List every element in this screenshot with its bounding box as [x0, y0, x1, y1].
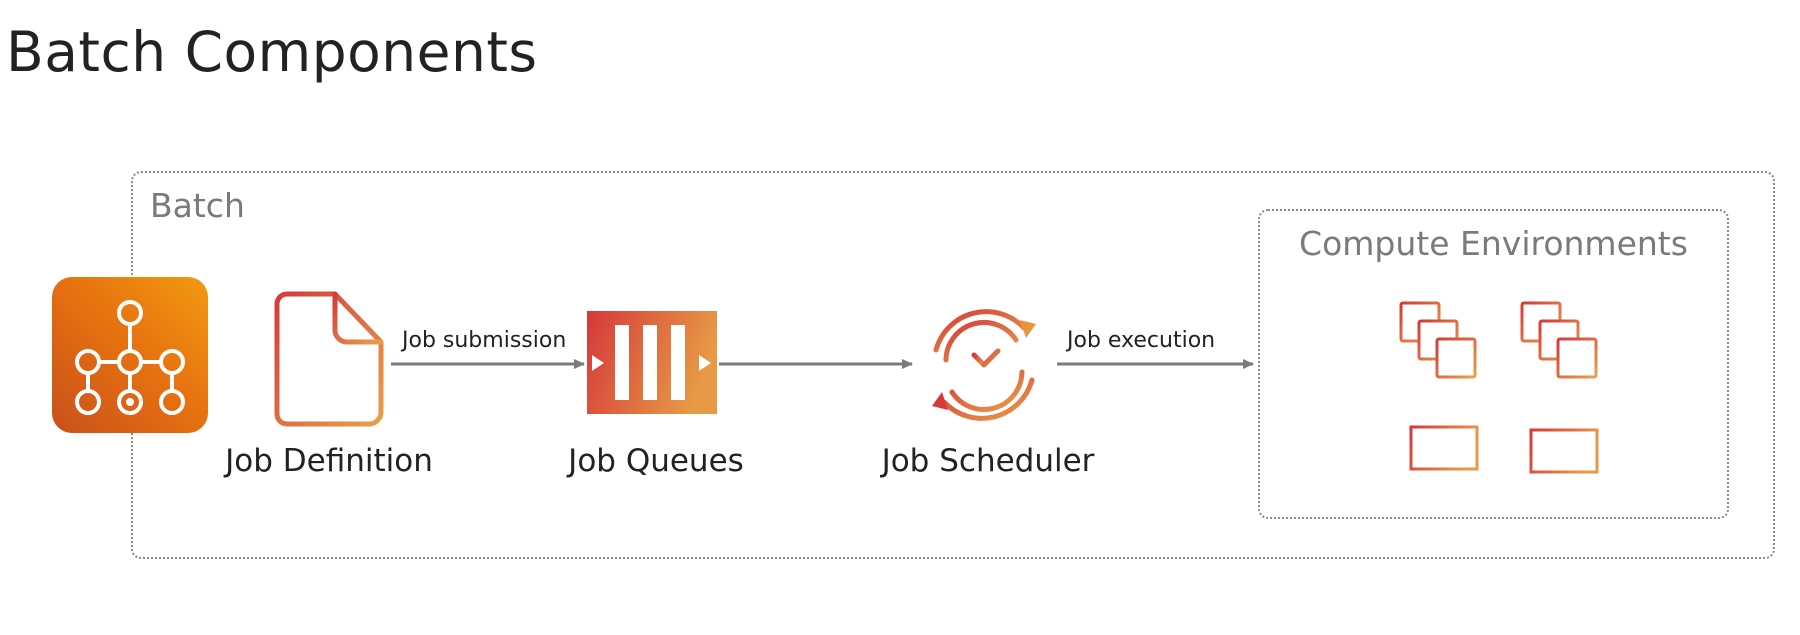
compute-environments-label: Compute Environments	[1299, 224, 1688, 263]
job-execution-label: Job execution	[1067, 328, 1216, 353]
container-icon	[1529, 428, 1599, 474]
instances-icon	[1520, 301, 1598, 379]
document-icon	[274, 291, 384, 427]
job-definition-label: Job Definition	[225, 443, 433, 479]
job-scheduler-label: Job Scheduler	[881, 443, 1095, 479]
container-icon	[1409, 425, 1479, 471]
job-submission-label: Job submission	[402, 328, 567, 353]
instances-icon	[1399, 301, 1477, 379]
page-title: Batch Components	[6, 20, 538, 84]
batch-container-label: Batch	[150, 186, 245, 225]
compute-environments-group	[1258, 209, 1729, 519]
job-queues-label: Job Queues	[568, 443, 744, 479]
clock-cycle-icon	[932, 309, 1036, 421]
aws-batch-icon	[52, 277, 208, 433]
queue-icon	[587, 311, 717, 414]
